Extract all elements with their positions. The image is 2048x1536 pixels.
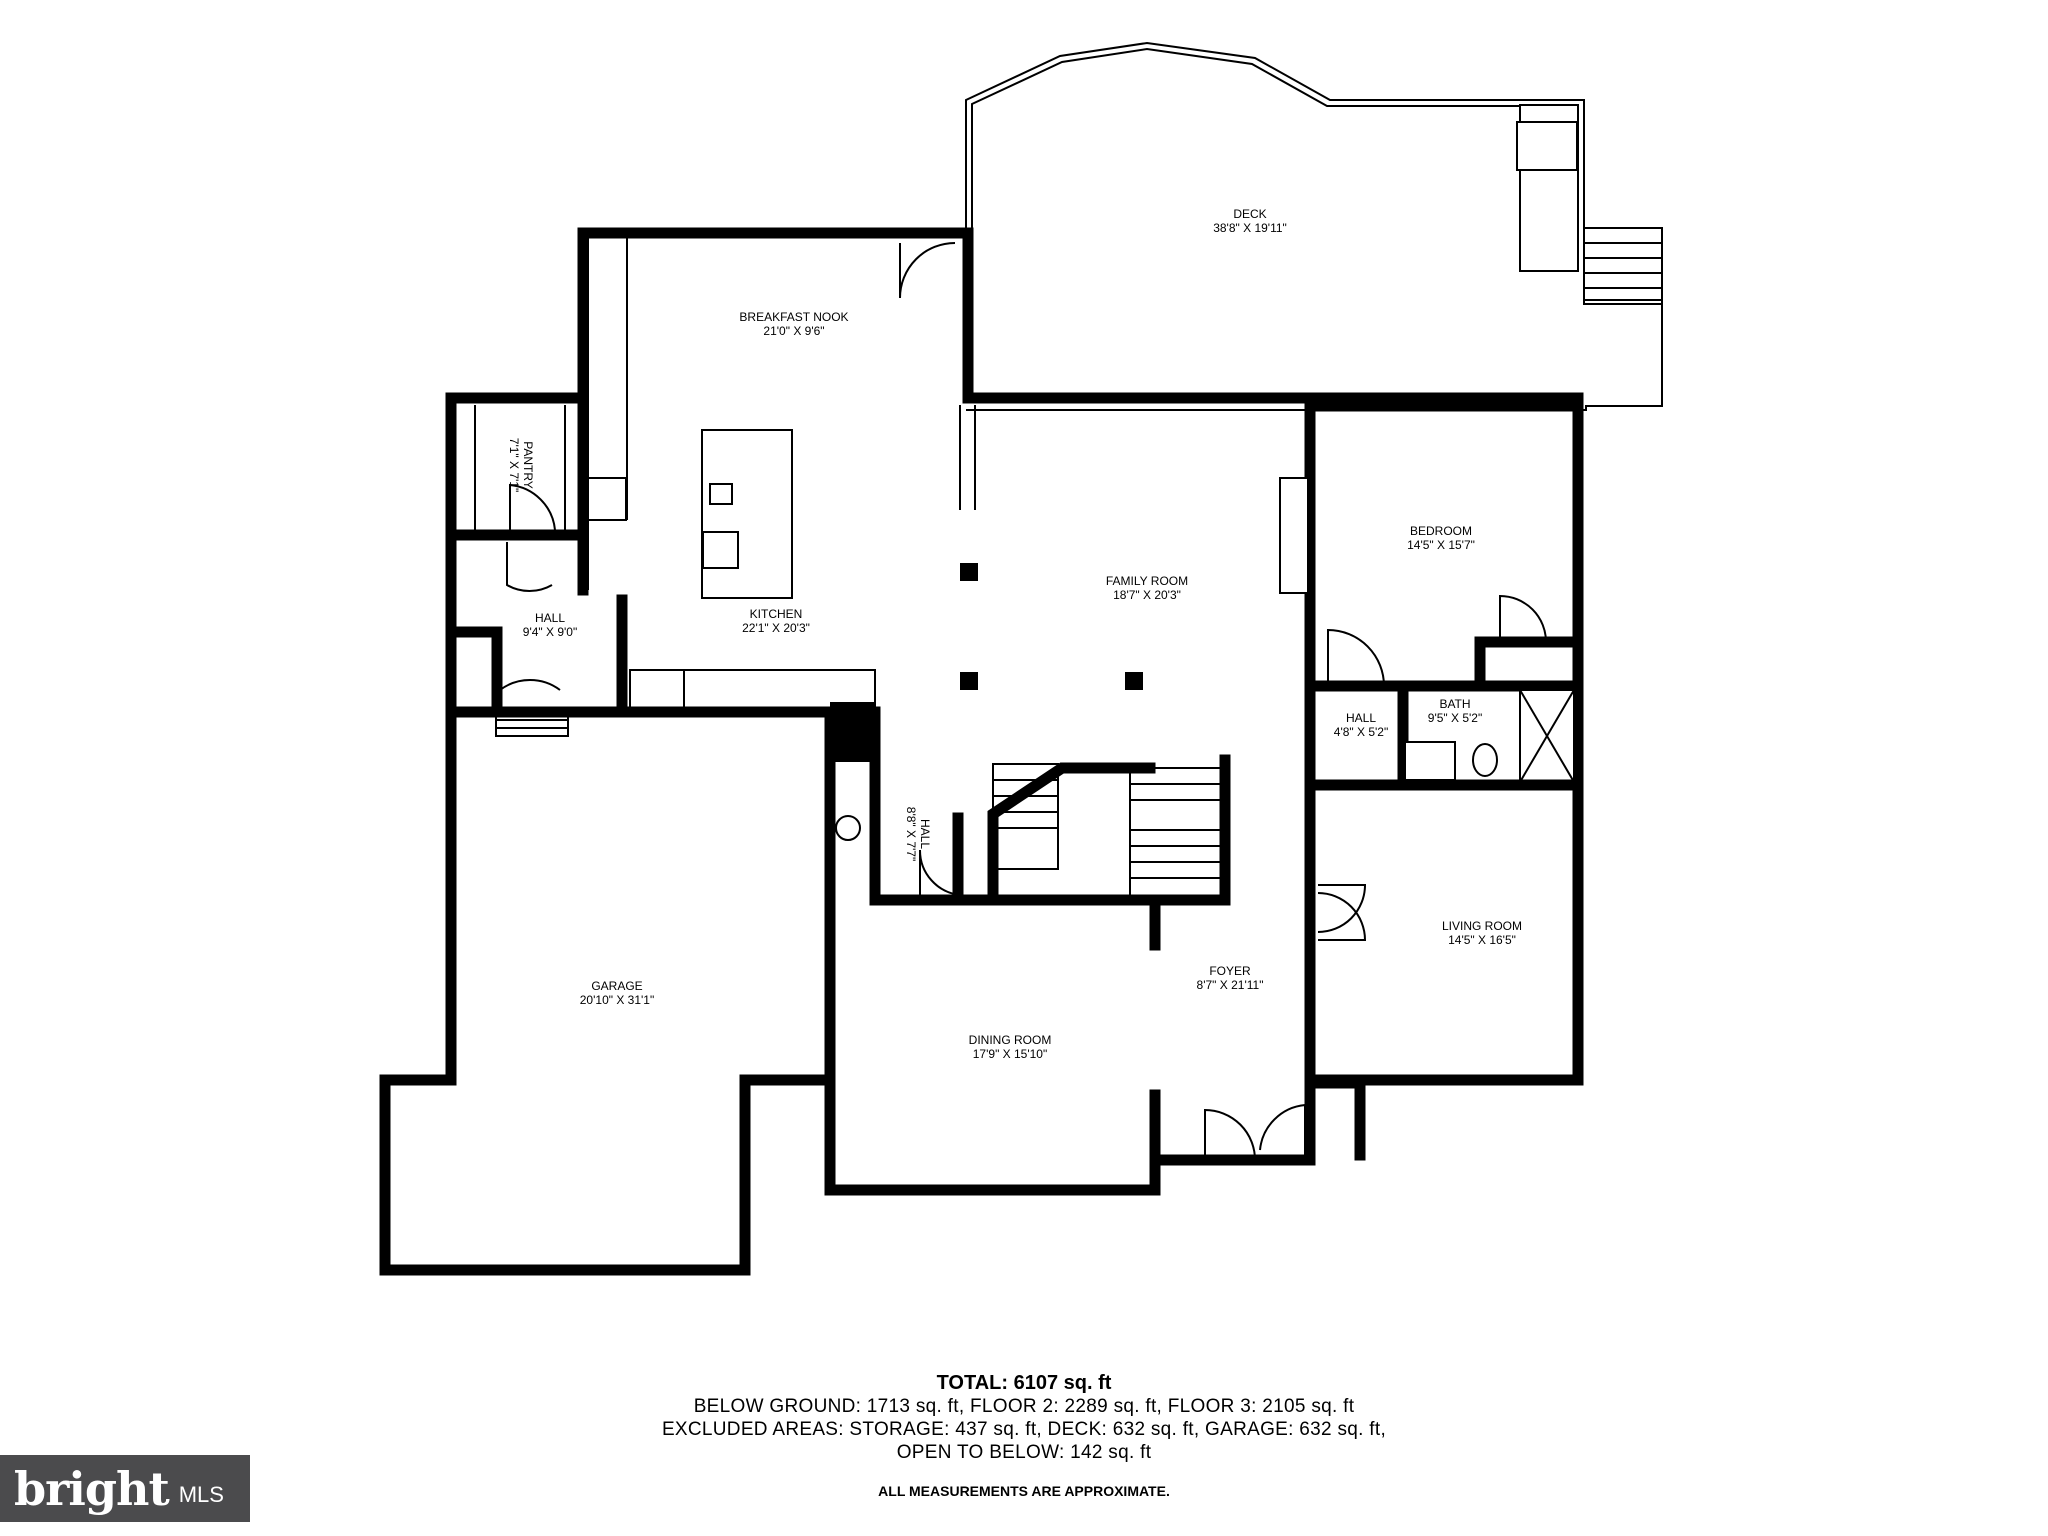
floor-areas: BELOW GROUND: 1713 sq. ft, FLOOR 2: 2289… bbox=[693, 1396, 1355, 1417]
room-name: HALL bbox=[918, 819, 932, 849]
room-name: BATH bbox=[1439, 697, 1470, 711]
bath-shower-x2 bbox=[1519, 689, 1575, 783]
room-name: DECK bbox=[1233, 207, 1266, 221]
room-dimensions: 38'8" X 19'11" bbox=[1213, 221, 1287, 235]
room-dimensions: 18'7" X 20'3" bbox=[1113, 588, 1181, 602]
logo-sub: MLS bbox=[178, 1481, 224, 1507]
room-name: FOYER bbox=[1209, 964, 1251, 978]
room-dimensions: 8'7" X 21'11" bbox=[1197, 978, 1264, 992]
nook-door bbox=[899, 242, 956, 299]
garage-stair-block bbox=[830, 702, 875, 762]
room-dimensions: 22'1" X 20'3" bbox=[742, 621, 810, 635]
kitchen-range bbox=[587, 477, 627, 521]
room-dimensions: 8'8" X 7'7" bbox=[904, 807, 918, 861]
powder-sink bbox=[835, 815, 861, 841]
open-to-below: OPEN TO BELOW: 142 sq. ft bbox=[896, 1442, 1152, 1463]
brightmls-logo: bright MLS bbox=[0, 1455, 250, 1522]
column-1 bbox=[960, 563, 978, 581]
island-cooktop bbox=[702, 531, 739, 569]
room-name: BEDROOM bbox=[1410, 524, 1472, 538]
room-name: DINING ROOM bbox=[969, 1033, 1052, 1047]
deck-railing bbox=[971, 47, 1578, 233]
kitchen-island bbox=[701, 429, 793, 599]
measurement-disclaimer: ALL MEASUREMENTS ARE APPROXIMATE. bbox=[878, 1483, 1170, 1499]
room-name: BREAKFAST NOOK bbox=[739, 310, 848, 324]
room-name: FAMILY ROOM bbox=[1106, 574, 1188, 588]
room-name: HALL bbox=[1346, 711, 1376, 725]
deck-grill-top bbox=[1516, 121, 1578, 171]
bedroom-closet-door bbox=[1499, 594, 1547, 643]
room-dimensions: 20'10" X 31'1" bbox=[580, 993, 655, 1007]
living-door bbox=[1317, 884, 1367, 933]
powder-door bbox=[918, 849, 961, 896]
island-sink bbox=[709, 483, 733, 505]
room-name: KITCHEN bbox=[750, 607, 803, 621]
column-3 bbox=[1125, 672, 1143, 690]
wall-living-annex bbox=[1309, 1077, 1366, 1161]
room-dimensions: 14'5" X 16'5" bbox=[1448, 933, 1516, 947]
foyer-door-2 bbox=[1259, 1103, 1306, 1160]
wall-stairwell bbox=[987, 762, 1156, 906]
bath-toilet bbox=[1472, 743, 1498, 777]
room-name: GARAGE bbox=[591, 979, 642, 993]
bedroom-door bbox=[1327, 628, 1385, 687]
room-dimensions: 9'4" X 9'0" bbox=[523, 625, 577, 639]
room-name: HALL bbox=[535, 611, 565, 625]
room-name: PANTRY bbox=[521, 441, 535, 489]
room-dimensions: 7'1" X 7'1" bbox=[507, 438, 521, 492]
deck-outline bbox=[965, 41, 1663, 411]
logo-word: bright bbox=[14, 1461, 170, 1516]
wall-living bbox=[1304, 779, 1584, 1086]
room-dimensions: 14'5" X 15'7" bbox=[1407, 538, 1475, 552]
column-2 bbox=[960, 672, 978, 690]
pantry-door bbox=[509, 483, 556, 535]
excluded-areas: EXCLUDED AREAS: STORAGE: 437 sq. ft, DEC… bbox=[661, 1419, 1387, 1440]
hall-door bbox=[506, 542, 553, 592]
hall-door-2 bbox=[499, 640, 561, 692]
room-dimensions: 9'5" X 5'2" bbox=[1428, 711, 1482, 725]
stair-right bbox=[1129, 767, 1226, 901]
bath-vanity bbox=[1404, 741, 1456, 781]
room-dimensions: 4'8" X 5'2" bbox=[1334, 725, 1388, 739]
foyer-door bbox=[1204, 1108, 1256, 1161]
wall-garage bbox=[379, 706, 836, 1276]
living-door-2 bbox=[1317, 892, 1367, 941]
wall-nook-north bbox=[577, 227, 974, 596]
hall-steps bbox=[495, 711, 569, 737]
fireplace bbox=[1279, 477, 1309, 594]
room-name: LIVING ROOM bbox=[1442, 919, 1522, 933]
total-area: TOTAL: 6107 sq. ft bbox=[936, 1372, 1112, 1394]
room-dimensions: 17'9" X 15'10" bbox=[973, 1047, 1048, 1061]
deck-stairs bbox=[1583, 227, 1663, 305]
room-dimensions: 21'0" X 9'6" bbox=[763, 324, 824, 338]
wall-powder bbox=[869, 706, 964, 906]
